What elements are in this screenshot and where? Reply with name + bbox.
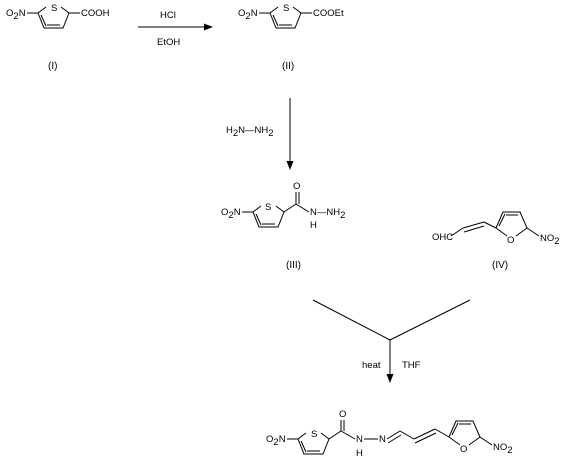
compound-iv-aldehyde: OHC bbox=[432, 232, 453, 243]
compound-iii-carbonyl-o: O bbox=[293, 181, 300, 192]
compound-iv-label: (IV) bbox=[492, 260, 508, 271]
reaction-arrow-1: HCl EtOH bbox=[138, 10, 213, 48]
compound-iii-nh: H bbox=[310, 220, 317, 231]
compound-iii-o2n: O2N bbox=[221, 207, 241, 221]
compound-iii-sulfur: S bbox=[265, 202, 271, 213]
condition-heat: heat bbox=[362, 360, 381, 371]
product-carbonyl-o: O bbox=[339, 409, 346, 420]
compound-ii-label: (II) bbox=[282, 61, 294, 72]
product-nh: H bbox=[356, 448, 363, 459]
compound-ii: O2N S COOEt (II) bbox=[238, 3, 344, 72]
compound-i: O2N S COOH (I) bbox=[6, 3, 110, 72]
compound-iii: O2N S O N—NH2 H (III) bbox=[221, 181, 345, 271]
condition-thf: THF bbox=[402, 360, 421, 371]
compound-i-label: (I) bbox=[48, 61, 57, 72]
compound-iv: OHC O NO2 (IV) bbox=[432, 211, 560, 271]
reaction-arrow-2: H2N—NH2 bbox=[226, 98, 294, 170]
product: O2N S O N H N O NO2 bbox=[266, 409, 513, 459]
reagent-etoh: EtOH bbox=[157, 37, 180, 48]
reaction-arrow-3: heat THF bbox=[312, 299, 471, 383]
product-n-imine: N bbox=[379, 434, 386, 445]
compound-i-carboxyl: COOH bbox=[81, 8, 110, 19]
compound-i-o2n: O2N bbox=[6, 8, 26, 22]
product-n-link: N bbox=[356, 434, 363, 445]
product-sulfur: S bbox=[311, 429, 317, 440]
reagent-hcl: HCl bbox=[160, 10, 176, 21]
compound-ii-o2n: O2N bbox=[238, 8, 258, 22]
reagent-hydrazine: H2N—NH2 bbox=[226, 125, 274, 139]
compound-ii-sulfur: S bbox=[283, 3, 289, 14]
compound-ii-ester: COOEt bbox=[313, 8, 344, 19]
compound-iv-no2: NO2 bbox=[540, 233, 560, 247]
compound-iii-hydrazide: N—NH2 bbox=[310, 207, 345, 221]
product-o2n: O2N bbox=[266, 434, 286, 448]
compound-iv-oxygen: O bbox=[507, 235, 514, 246]
product-oxygen: O bbox=[460, 444, 467, 455]
compound-i-sulfur: S bbox=[51, 3, 57, 14]
compound-iii-label: (III) bbox=[286, 260, 301, 271]
product-no2: NO2 bbox=[493, 442, 513, 456]
